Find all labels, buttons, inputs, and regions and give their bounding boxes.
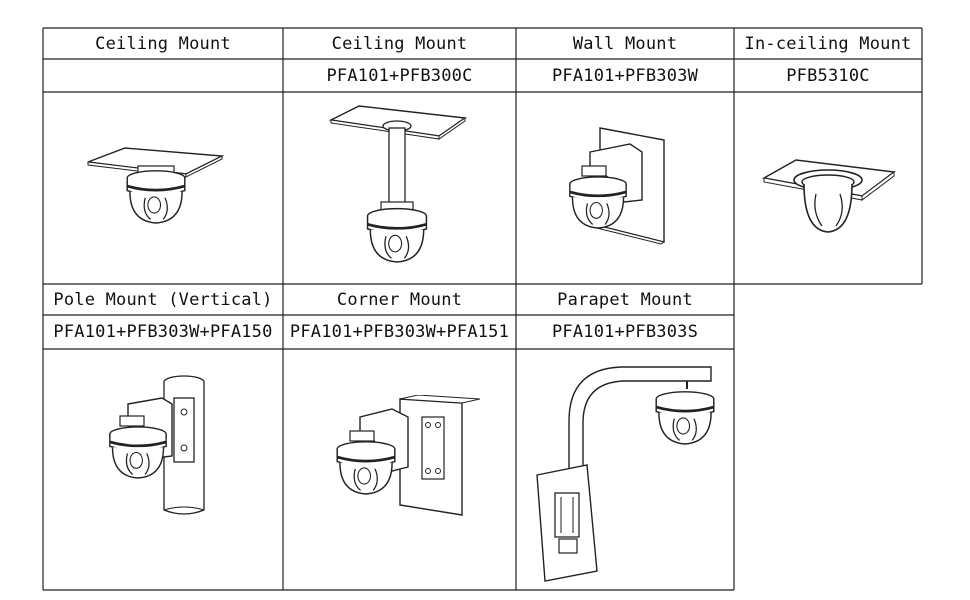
- header-wall-mount: Wall Mount: [572, 33, 678, 54]
- header-ceiling-mount: Ceiling Mount: [95, 33, 231, 54]
- in-ceiling-mount-icon: [756, 150, 906, 250]
- model-parapet-mount: PFA101+PFB303S: [551, 322, 699, 342]
- header-in-ceiling-mount: In-ceiling Mount: [744, 33, 912, 54]
- corner-mount-icon: [330, 395, 480, 525]
- model-wall-mount: PFA101+PFB303W: [551, 65, 699, 86]
- parapet-mount-icon: [525, 355, 725, 585]
- model-corner-mount: PFA101+PFB303W+PFA151: [289, 322, 510, 342]
- model-pole-mount: PFA101+PFB303W+PFA150: [53, 322, 273, 342]
- pole-mount-icon: [100, 368, 230, 528]
- wall-mount-icon: [560, 122, 700, 252]
- header-ceiling-mount-pendant: Ceiling Mount: [331, 33, 468, 54]
- model-in-ceiling: PFB5310C: [786, 65, 870, 86]
- model-ceiling-mount: [43, 59, 283, 92]
- ceiling-pendant-mount-icon: [325, 98, 475, 278]
- header-pole-mount: Pole Mount (Vertical): [53, 289, 273, 310]
- header-corner-mount: Corner Mount: [336, 289, 463, 310]
- header-parapet-mount: Parapet Mount: [557, 289, 693, 310]
- model-ceiling-pendant: PFA101+PFB300C: [326, 65, 473, 86]
- ceiling-mount-icon: [80, 130, 230, 240]
